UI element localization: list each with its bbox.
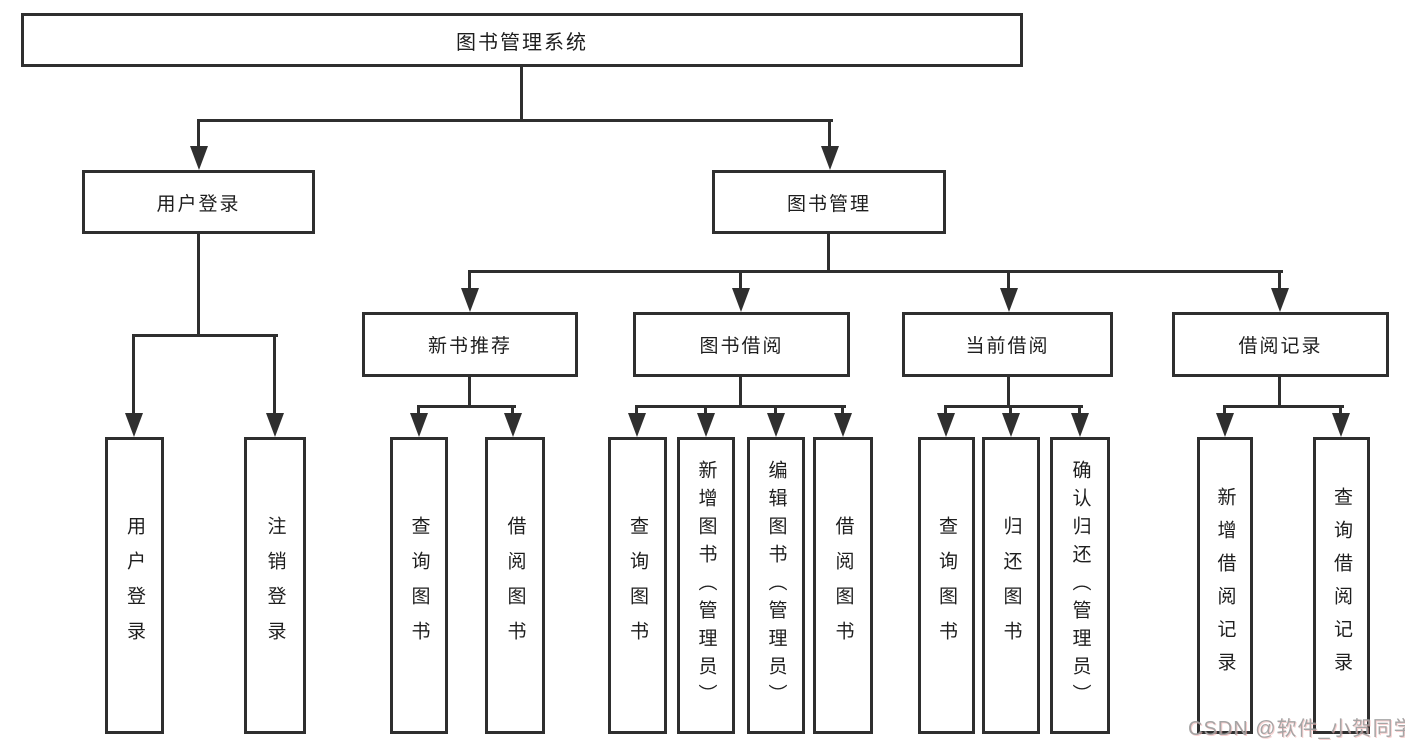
- connector-line: [1339, 405, 1342, 416]
- connector-line: [1009, 405, 1012, 416]
- leaf-confirm-return-admin: 确认归还（管理员）: [1050, 437, 1110, 734]
- leaf-borrow-books-recommend: 借阅图书: [485, 437, 545, 734]
- arrowhead-icon: [767, 413, 785, 437]
- connector-line: [417, 405, 420, 416]
- connector-line: [468, 270, 1283, 273]
- connector-line: [841, 405, 844, 416]
- connector-line: [827, 232, 830, 273]
- connector-line: [1278, 270, 1281, 291]
- connector-line: [1078, 405, 1081, 416]
- arrowhead-icon: [410, 413, 428, 437]
- connector-line: [635, 405, 846, 408]
- connector-line: [704, 405, 707, 416]
- arrowhead-icon: [504, 413, 522, 437]
- node-library-management-system: 图书管理系统: [21, 13, 1023, 67]
- connector-line: [1007, 270, 1010, 291]
- arrowhead-icon: [1071, 413, 1089, 437]
- leaf-edit-book-admin: 编辑图书（管理员）: [747, 437, 805, 734]
- connector-line: [739, 375, 742, 408]
- leaf-query-books-borrowing: 查询图书: [608, 437, 667, 734]
- node-borrowing-records: 借阅记录: [1172, 312, 1389, 377]
- arrowhead-icon: [628, 413, 646, 437]
- connector-line: [132, 334, 135, 416]
- arrowhead-icon: [1332, 413, 1350, 437]
- node-current-borrowing: 当前借阅: [902, 312, 1113, 377]
- arrowhead-icon: [190, 146, 208, 170]
- node-book-management: 图书管理: [712, 170, 946, 234]
- arrowhead-icon: [1000, 288, 1018, 312]
- arrowhead-icon: [266, 413, 284, 437]
- leaf-user-login: 用户登录: [105, 437, 164, 734]
- connector-line: [1223, 405, 1344, 408]
- arrowhead-icon: [937, 413, 955, 437]
- arrowhead-icon: [1216, 413, 1234, 437]
- leaf-query-books-current: 查询图书: [918, 437, 975, 734]
- leaf-add-borrow-record: 新增借阅记录: [1197, 437, 1253, 734]
- connector-line: [1223, 405, 1226, 416]
- leaf-query-books-recommend: 查询图书: [390, 437, 448, 734]
- arrowhead-icon: [1002, 413, 1020, 437]
- connector-line: [468, 270, 471, 291]
- connector-line: [1007, 375, 1010, 408]
- connector-line: [132, 334, 278, 337]
- connector-line: [739, 270, 742, 291]
- node-book-borrowing: 图书借阅: [633, 312, 850, 377]
- leaf-add-book-admin: 新增图书（管理员）: [677, 437, 735, 734]
- connector-line: [273, 334, 276, 416]
- connector-line: [520, 64, 523, 122]
- arrowhead-icon: [1271, 288, 1289, 312]
- connector-line: [828, 119, 831, 148]
- connector-line: [468, 375, 471, 408]
- leaf-return-books: 归还图书: [982, 437, 1040, 734]
- arrowhead-icon: [834, 413, 852, 437]
- arrowhead-icon: [732, 288, 750, 312]
- arrowhead-icon: [697, 413, 715, 437]
- connector-line: [774, 405, 777, 416]
- arrowhead-icon: [125, 413, 143, 437]
- connector-line: [197, 119, 833, 122]
- connector-line: [197, 119, 200, 148]
- leaf-query-borrow-record: 查询借阅记录: [1313, 437, 1370, 734]
- connector-line: [635, 405, 638, 416]
- csdn-watermark: CSDN @软件_小贺同学: [1188, 718, 1405, 740]
- arrowhead-icon: [461, 288, 479, 312]
- connector-line: [511, 405, 514, 416]
- connector-line: [417, 405, 516, 408]
- connector-line: [1278, 375, 1281, 408]
- connector-line: [944, 405, 947, 416]
- arrowhead-icon: [821, 146, 839, 170]
- node-new-book-recommend: 新书推荐: [362, 312, 578, 377]
- node-user-login: 用户登录: [82, 170, 315, 234]
- connector-line: [197, 232, 200, 337]
- leaf-borrow-books: 借阅图书: [813, 437, 873, 734]
- leaf-logout: 注销登录: [244, 437, 306, 734]
- connector-line: [944, 405, 1083, 408]
